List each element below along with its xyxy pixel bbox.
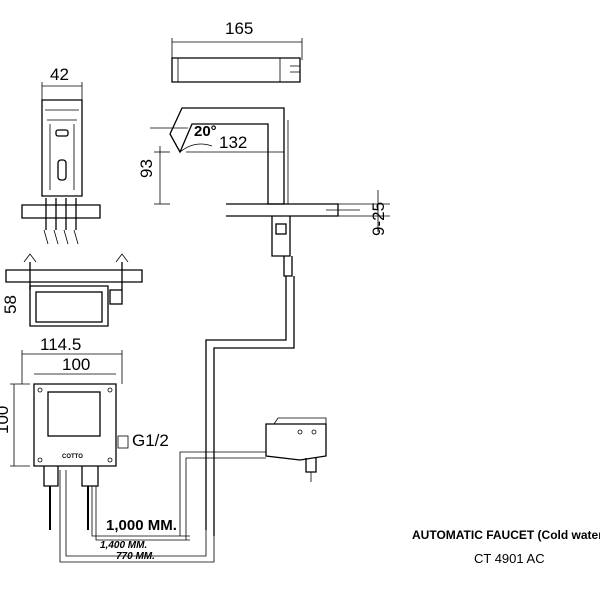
box-inner-width-label: 100 [62,355,90,374]
box-outer-width-label: 114.5 [40,335,81,354]
power-adapter [265,417,327,482]
reach-label: 132 [219,133,247,152]
box-depth-label: 58 [1,295,20,314]
faucet-front-view: 42 [21,65,101,245]
brand-label: COTTO [62,454,83,460]
control-box-side-view: 58 [1,253,143,327]
model-number: CT 4901 AC [474,551,545,566]
deck-thickness-label: 9-25 [369,202,388,236]
faucet-side-view: 20° 132 93 9-25 [137,107,390,277]
angle-label: 20° [194,123,217,140]
hose-routing: 1,000 MM. 1,400 MM. 770 MM. [59,276,295,563]
cable-3-label: 770 MM. [116,551,155,562]
spout-length-label: 165 [225,19,253,38]
drawing-title: AUTOMATIC FAUCET (Cold water [412,528,600,542]
spout-top-view: 165 [171,19,303,83]
height-label: 93 [137,159,156,178]
connection-label: G1/2 [132,431,169,450]
control-box-front-view: COTTO 114.5 100 100 G1/2 [0,335,169,530]
cable-1-label: 1,000 MM. [106,517,177,534]
box-height-label: 100 [0,406,12,434]
body-width-label: 42 [50,65,69,84]
cable-2-label: 1,400 MM. [100,540,147,551]
